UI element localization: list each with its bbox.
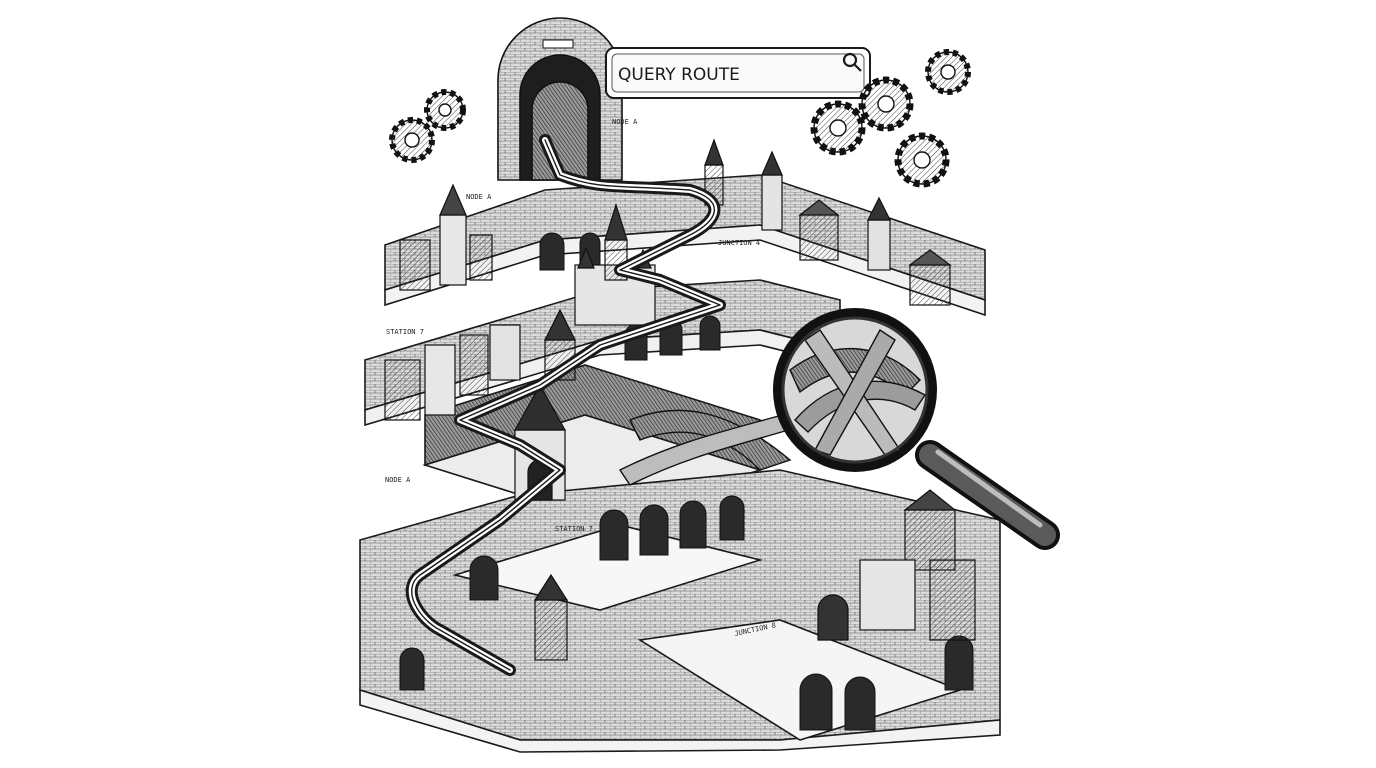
maze-buildings <box>384 138 976 661</box>
label-junction-upper: JUNCTION 4 <box>718 239 760 247</box>
magnified-interchange <box>789 328 927 456</box>
route-path <box>405 134 726 676</box>
gear-icon <box>389 49 971 188</box>
search-bar[interactable]: QUERY ROUTE <box>605 47 871 99</box>
search-icon[interactable] <box>842 52 862 72</box>
magnifying-glass-icon <box>773 308 1060 550</box>
label-tunnel-node: NODE A <box>612 118 638 126</box>
label-station-left: STATION 7 <box>386 328 424 336</box>
label-node-a-upper: NODE A <box>466 193 492 201</box>
search-query-text: QUERY ROUTE <box>618 65 740 85</box>
tunnel-entrance <box>497 17 623 181</box>
label-station-center: STATION 7 <box>555 525 593 533</box>
label-node-a-lower: NODE A <box>385 476 411 484</box>
maze-arches <box>399 232 974 731</box>
